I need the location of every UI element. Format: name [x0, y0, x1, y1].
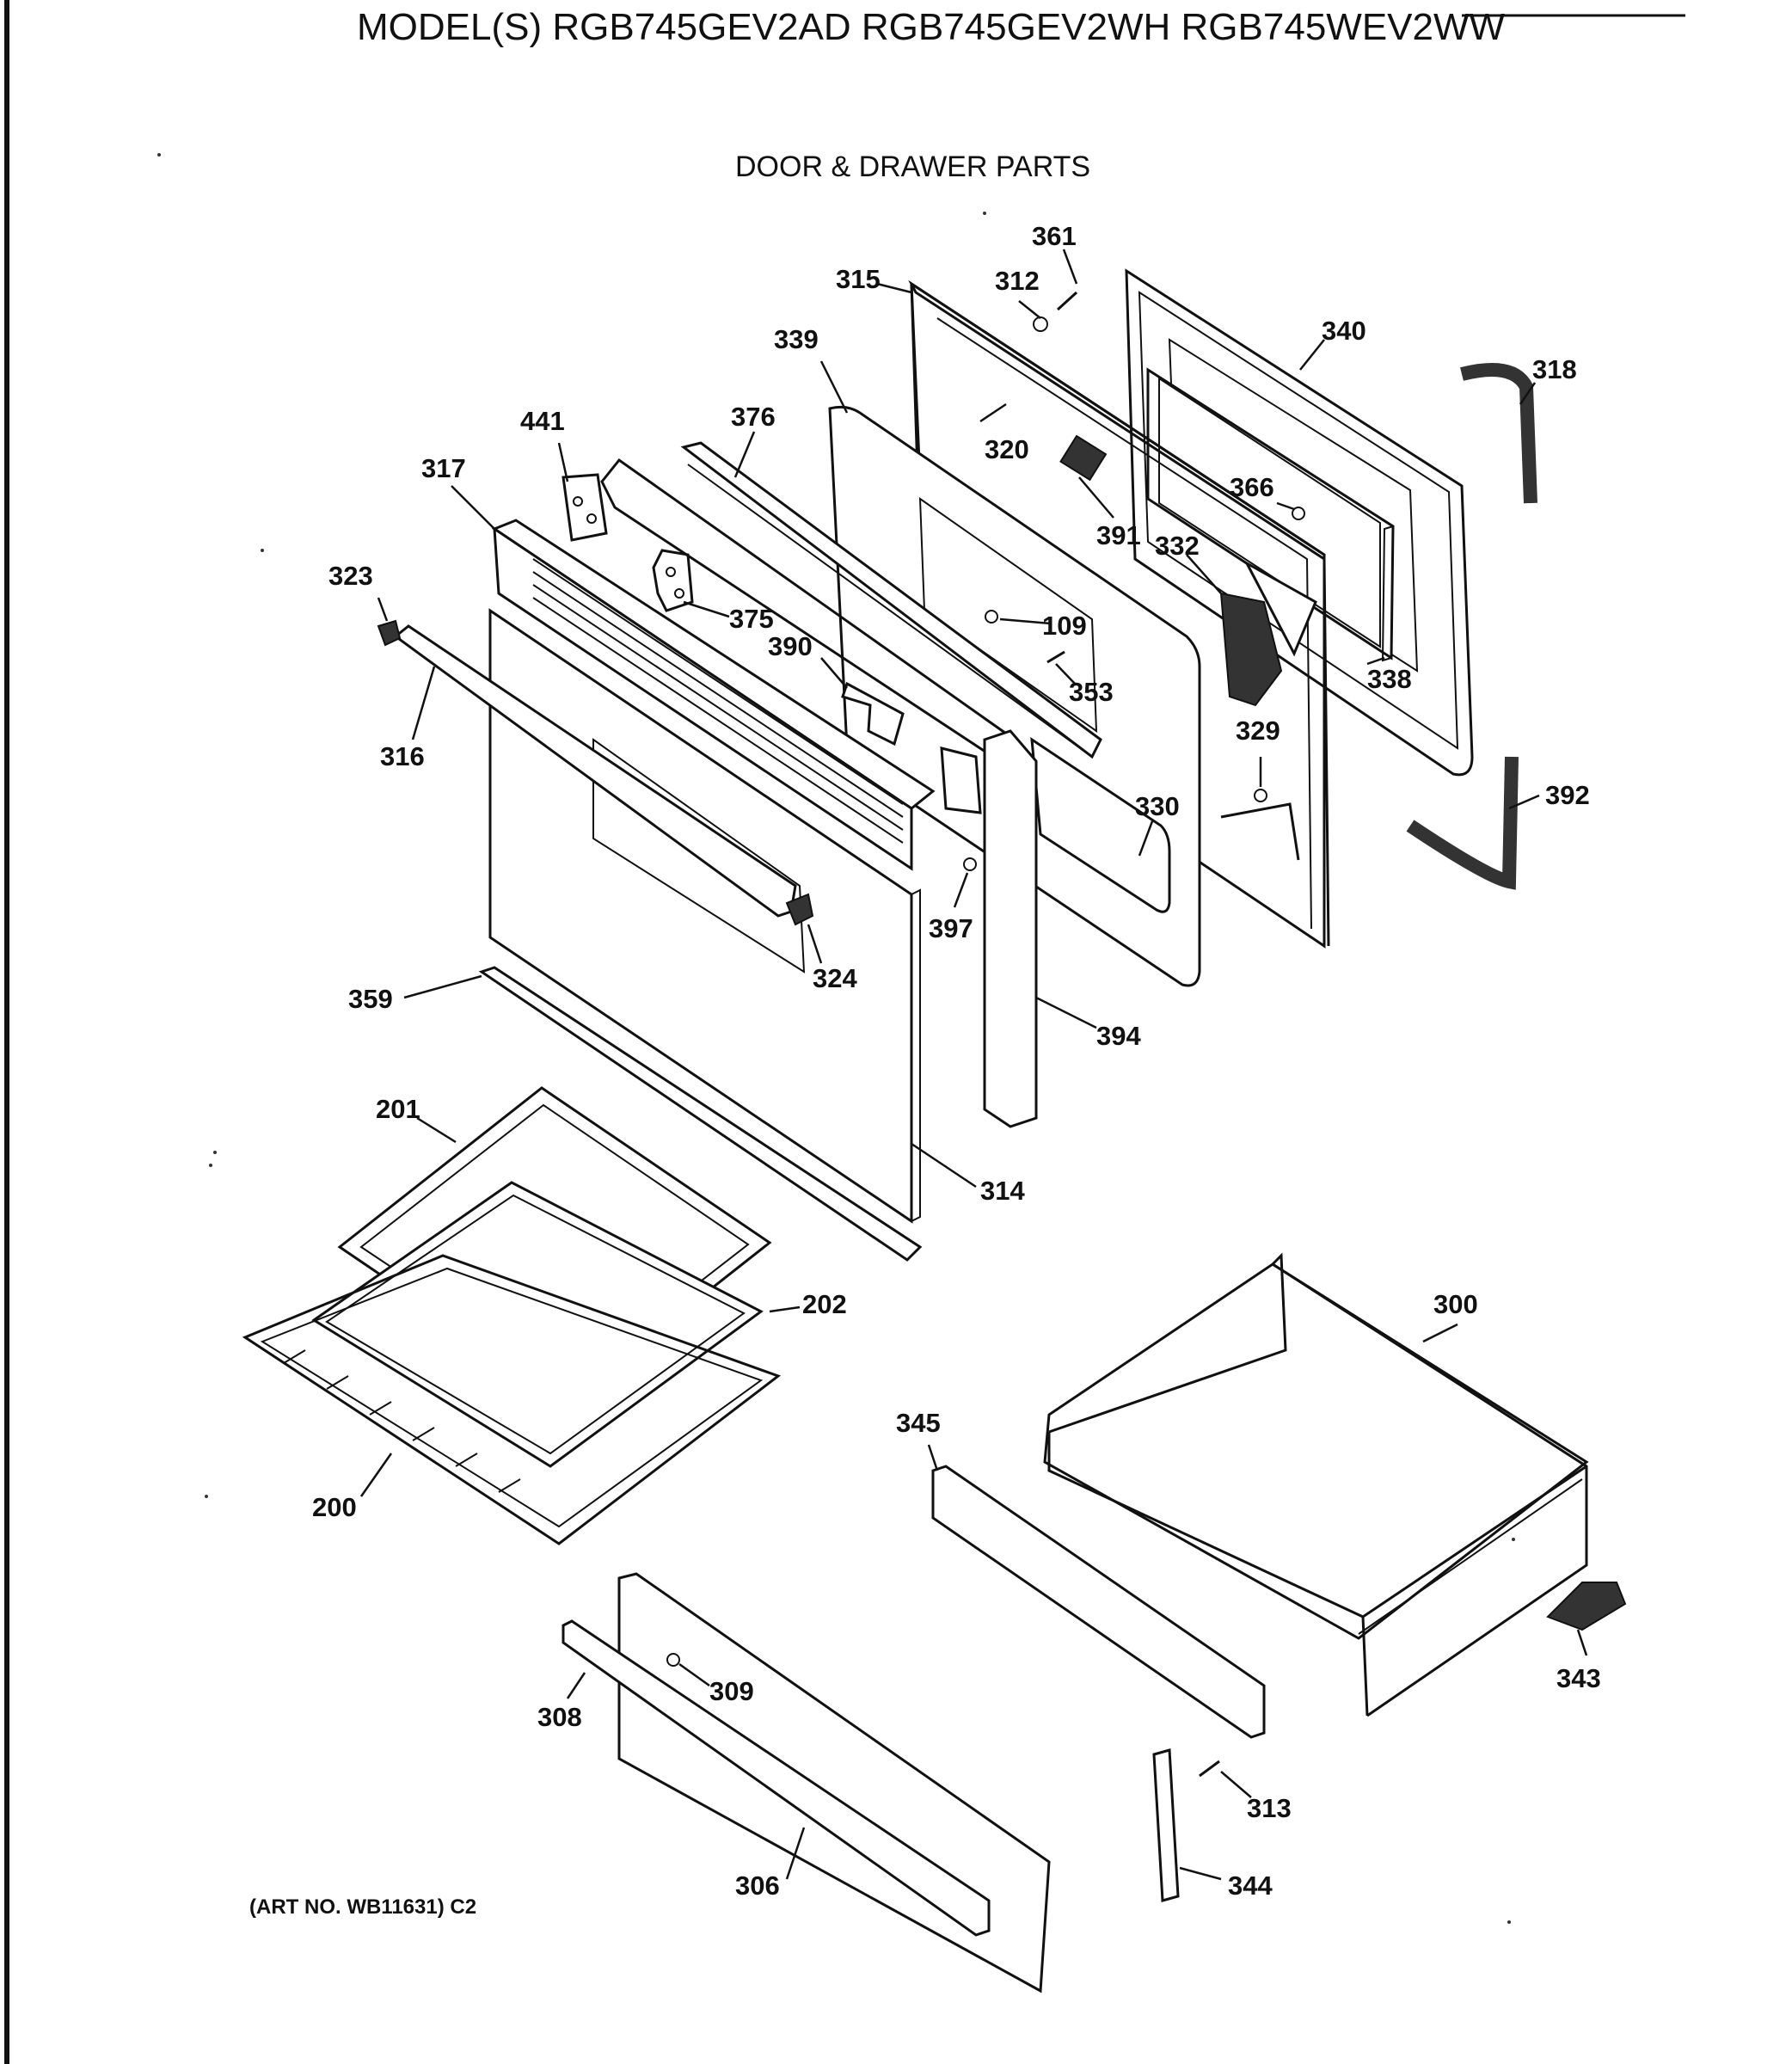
callout-340: 340 [1322, 316, 1366, 346]
callout-labels: 361 312 315 340 318 339 376 441 320 317 … [312, 221, 1601, 1901]
callout-324: 324 [813, 963, 857, 993]
door-gasket-lower [1406, 756, 1519, 890]
callout-314: 314 [980, 1176, 1025, 1206]
callout-306: 306 [735, 1870, 780, 1901]
callout-320: 320 [985, 434, 1029, 464]
drawer-glide [1546, 1582, 1627, 1631]
broiler-pan [311, 1181, 764, 1468]
hinge-support [652, 549, 694, 612]
callout-316: 316 [380, 741, 425, 771]
callout-339: 339 [774, 324, 819, 354]
callout-392: 392 [1545, 780, 1590, 810]
callout-441: 441 [520, 406, 565, 436]
hinge-bracket [562, 473, 608, 542]
door-screw-397 [963, 857, 977, 871]
door-bottom-trim [478, 966, 923, 1262]
callout-375: 375 [729, 604, 774, 634]
callout-202: 202 [802, 1289, 847, 1319]
callout-366: 366 [1230, 472, 1274, 502]
model-list: MODEL(S) RGB745GEV2AD RGB745GEV2WH RGB74… [357, 6, 1506, 48]
callout-353: 353 [1069, 677, 1114, 707]
oven-rack [242, 1254, 782, 1545]
callout-359: 359 [348, 984, 393, 1014]
callout-318: 318 [1532, 354, 1577, 384]
scan-specks [157, 153, 1515, 1924]
callout-300: 300 [1433, 1289, 1478, 1319]
door-washer [985, 610, 998, 624]
handle-endcap-left [377, 619, 402, 647]
callout-338: 338 [1367, 664, 1412, 694]
callout-329: 329 [1236, 716, 1280, 746]
door-insulation [1030, 737, 1171, 913]
door-side-trim [983, 729, 1038, 1128]
callout-344: 344 [1228, 1870, 1273, 1901]
door-side-channel [680, 441, 1102, 759]
callout-315: 315 [836, 264, 881, 294]
door-gasket-upper [1460, 363, 1537, 504]
callout-391: 391 [1096, 520, 1141, 550]
callout-343: 343 [1556, 1663, 1601, 1693]
callout-361: 361 [1032, 221, 1077, 251]
door-stop-bracket [940, 746, 982, 814]
callout-376: 376 [731, 402, 776, 432]
section-title: DOOR & DRAWER PARTS [735, 150, 1090, 183]
vent-trim [491, 519, 936, 871]
door-screw-329 [1254, 789, 1267, 802]
door-washer-312 [1033, 316, 1048, 332]
handle-endcap-right [785, 893, 814, 926]
art-number: (ART NO. WB11631) C2 [249, 1895, 476, 1919]
door-screw-361 [1056, 291, 1078, 311]
rail-screw [1199, 1760, 1220, 1778]
callout-312: 312 [995, 266, 1040, 296]
callout-397: 397 [929, 913, 973, 943]
callout-309: 309 [709, 1676, 754, 1706]
callout-394: 394 [1096, 1021, 1141, 1051]
door-screw-366 [1292, 507, 1305, 520]
storage-drawer-body [1043, 1252, 1589, 1717]
callout-317: 317 [421, 453, 466, 483]
door-latch-bracket [841, 681, 905, 746]
callout-345: 345 [896, 1408, 941, 1438]
callout-313: 313 [1247, 1793, 1292, 1823]
callout-201: 201 [376, 1094, 420, 1124]
callout-330: 330 [1135, 791, 1180, 821]
door-screw-353 [1046, 650, 1065, 664]
callout-332: 332 [1155, 531, 1200, 561]
drawer-front-panel [562, 1572, 1051, 1993]
leader-lines [359, 249, 1588, 1881]
callout-390: 390 [768, 631, 813, 661]
drawer-slide-rail [931, 1465, 1266, 1739]
oven-door-handle [393, 624, 797, 918]
insulation-baffle [1219, 592, 1283, 707]
callout-308: 308 [537, 1702, 582, 1732]
callout-323: 323 [328, 561, 373, 591]
callout-200: 200 [312, 1492, 357, 1522]
drawer-rail-bracket [1152, 1748, 1180, 1902]
callout-109: 109 [1042, 611, 1087, 641]
